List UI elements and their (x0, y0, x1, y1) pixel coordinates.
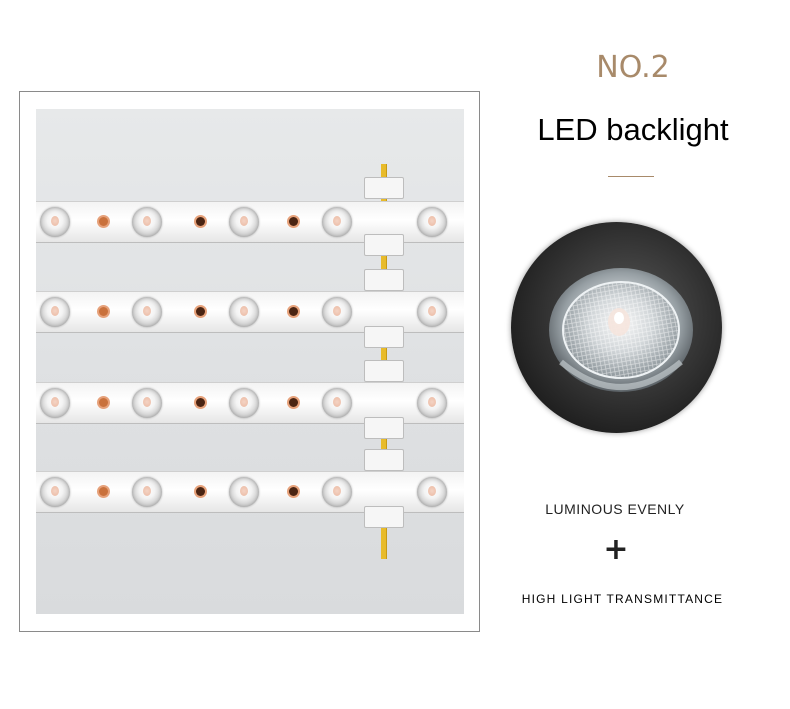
led-chip (40, 297, 70, 327)
led-strip (36, 471, 464, 513)
wire-connector (364, 506, 404, 528)
led-chip (417, 477, 447, 507)
solder-pad (289, 487, 298, 496)
solder-pad (289, 307, 298, 316)
solder-pad (196, 307, 205, 316)
solder-pad (99, 217, 108, 226)
led-chip (132, 297, 162, 327)
wire-connector (364, 234, 404, 256)
led-chip (322, 207, 352, 237)
led-chip (229, 207, 259, 237)
led-strip-photo (36, 109, 464, 614)
led-chip (322, 388, 352, 418)
lens-closeup-photo (511, 222, 722, 433)
lens-icon (549, 268, 693, 392)
wire-connector (364, 177, 404, 199)
led-chip (229, 477, 259, 507)
feature-transmittance: HIGH LIGHT TRANSMITTANCE (521, 592, 724, 606)
led-chip (132, 388, 162, 418)
section-number: NO.2 (596, 50, 670, 85)
led-chip (132, 207, 162, 237)
led-chip (132, 477, 162, 507)
wire-connector (364, 360, 404, 382)
solder-pad (289, 217, 298, 226)
led-chip (40, 477, 70, 507)
led-chip (40, 207, 70, 237)
solder-pad (289, 398, 298, 407)
led-chip (229, 297, 259, 327)
solder-pad (99, 307, 108, 316)
led-chip (417, 388, 447, 418)
solder-pad (196, 398, 205, 407)
led-chip (417, 297, 447, 327)
led-strip-photo-frame (19, 91, 480, 632)
led-chip (229, 388, 259, 418)
feature-luminous: LUMINOUS EVENLY (545, 501, 685, 517)
led-chip (322, 477, 352, 507)
led-chip (417, 207, 447, 237)
led-chip (40, 388, 70, 418)
solder-pad (99, 398, 108, 407)
wire-connector (364, 326, 404, 348)
wire-connector (364, 449, 404, 471)
wire-connector (364, 269, 404, 291)
solder-pad (196, 487, 205, 496)
solder-pad (196, 217, 205, 226)
solder-pad (99, 487, 108, 496)
led-chip (322, 297, 352, 327)
plus-icon: + (603, 532, 629, 567)
title-divider (608, 176, 654, 177)
page-title: LED backlight (537, 112, 729, 147)
wire-connector (364, 417, 404, 439)
